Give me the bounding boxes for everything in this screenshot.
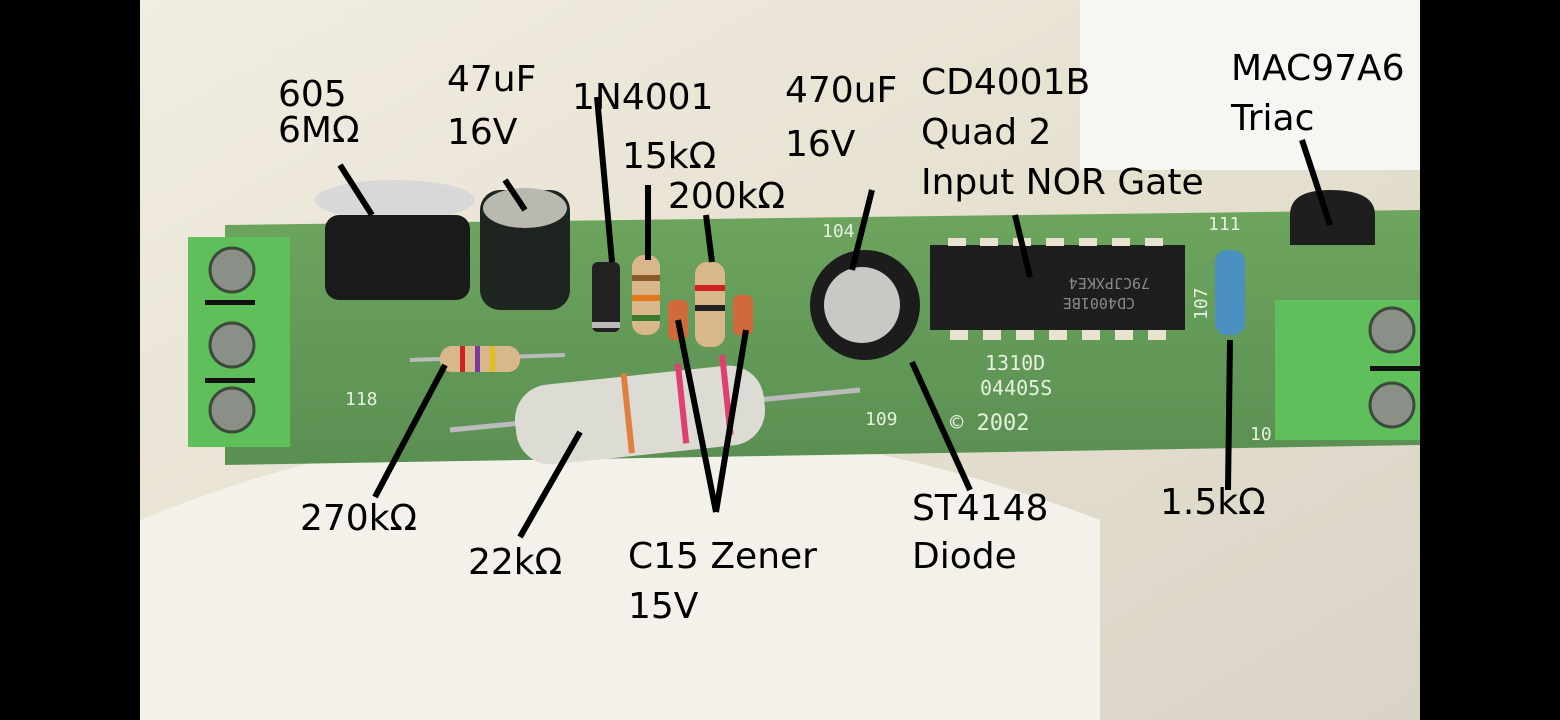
trimmer-knob (315, 180, 475, 220)
label-zener-voltage: 15V (628, 586, 699, 627)
zener-diode (733, 295, 753, 335)
screw-icon (1368, 381, 1416, 429)
label-diode2-type: Diode (912, 536, 1017, 577)
diode-1n4001 (592, 262, 620, 332)
ic-cd4001b (930, 245, 1185, 330)
label-cap2: 470uF (785, 70, 898, 111)
screw-icon (208, 246, 256, 294)
pcb-marking: 107 (1191, 287, 1212, 320)
label-res22k: 22kΩ (468, 542, 563, 583)
label-res1k5: 1.5kΩ (1160, 482, 1266, 523)
chip-marking: CD4001BE (1063, 294, 1135, 312)
label-ic-desc2: Input NOR Gate (921, 162, 1204, 203)
label-ic: CD4001B (921, 62, 1091, 103)
label-triac-type: Triac (1231, 98, 1315, 139)
label-res200k: 200kΩ (668, 176, 786, 217)
chip-marking: 79CJPXKE4 (1069, 274, 1150, 292)
pcb-marking: 111 (1208, 214, 1241, 235)
resistor-200k (695, 262, 725, 347)
label-cap2-voltage: 16V (785, 124, 856, 165)
trimmer-potentiometer (325, 215, 470, 300)
pcb-marking: 10 (1250, 424, 1272, 445)
resistor-1k5 (1215, 250, 1245, 335)
leader-lines (337, 96, 1333, 539)
label-diode1: 1N4001 (572, 77, 714, 118)
triac-mac97a6 (1290, 190, 1375, 245)
label-trimmer-value: 6MΩ (278, 110, 360, 151)
label-cap1-voltage: 16V (447, 112, 518, 153)
label-res270k: 270kΩ (300, 498, 418, 539)
label-res15k: 15kΩ (622, 136, 717, 177)
label-triac: MAC97A6 (1231, 48, 1405, 89)
instruction-paper (1080, 0, 1420, 170)
pcb-marking: 1310D (985, 351, 1045, 375)
pcb-marking: 04405S (980, 376, 1052, 400)
housing (140, 425, 1100, 720)
pcb-marking: 118 (345, 389, 378, 410)
pcb-marking: © 2002 (950, 411, 1029, 436)
label-cap1: 47uF (447, 59, 537, 100)
label-diode2: ST4148 (912, 488, 1049, 529)
pcb-marking: 109 (865, 409, 898, 430)
label-trimmer: 605 (278, 74, 347, 115)
pcb-marking: 104 (822, 221, 855, 242)
label-zener: C15 Zener (628, 536, 817, 577)
screw-icon (208, 386, 256, 434)
label-ic-desc1: Quad 2 (921, 112, 1052, 153)
screw-icon (208, 321, 256, 369)
screw-icon (1368, 306, 1416, 354)
